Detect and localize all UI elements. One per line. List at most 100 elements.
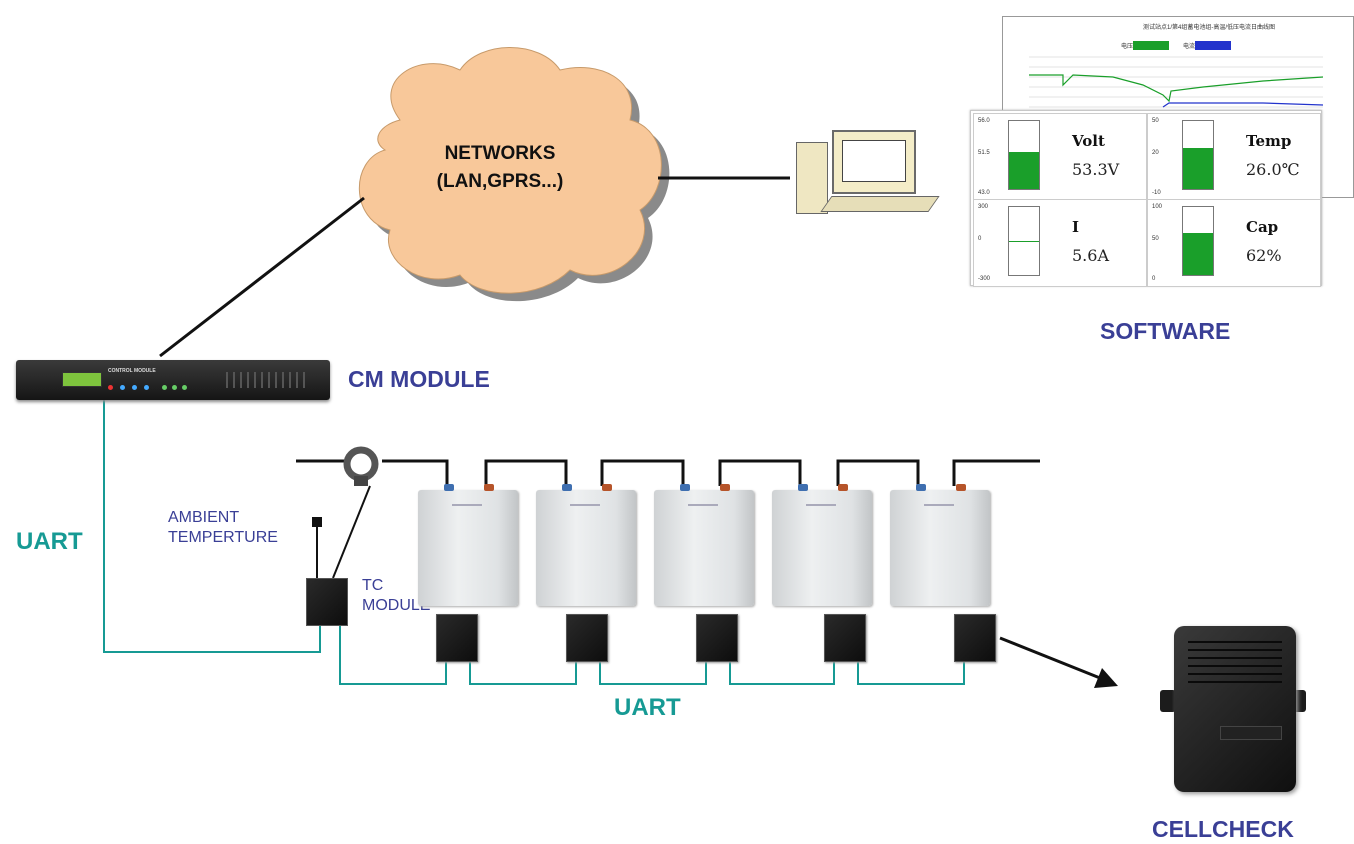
uart-label-bottom: UART [614,694,681,721]
cm-lcd-display [62,372,102,387]
legend-volt-label: 电压 [1121,44,1134,50]
meter-gauge-fill [1183,232,1213,275]
meter-tick-label: 51.5 [978,150,990,156]
positive-terminal-icon [956,484,966,491]
negative-terminal-icon [916,484,926,491]
meter-tick-label: 100 [1152,204,1163,210]
network-cloud [358,47,662,294]
software-label: SOFTWARE [1100,318,1231,344]
cloud-to-cm-line [159,196,365,358]
meter-tick-label: 56.0 [978,118,990,124]
vent-slot [275,372,277,388]
cell-monitor-module [696,614,738,662]
meter-name: I [1072,218,1080,236]
battery-cell [772,484,872,606]
meter-gauge [1182,120,1214,190]
legend-current-swatch [1195,41,1231,50]
meter-name: Volt [1072,132,1105,150]
meter-tick-label: -10 [1152,190,1161,196]
battery-bus-line-2 [382,459,449,486]
battery-label-plate [452,504,482,532]
vent-slot [296,372,298,388]
legend-volt-swatch [1133,41,1169,50]
meter-value: 5.6A [1072,246,1109,265]
tc-label-line1: TC [362,577,384,594]
battery-label-plate [688,504,718,532]
battery-cell [890,484,990,606]
tc-module-label: TC MODULE [362,576,430,616]
battery-label-plate [924,504,954,532]
uart-label-left: UART [16,528,83,555]
computer-icon [796,128,940,216]
meter-tick-label: 0 [1152,276,1156,282]
negative-terminal-icon [444,484,454,491]
meter-tick-label: 0 [978,236,982,242]
trend-lines [1029,56,1324,108]
meter-gauge-fill [1183,148,1213,189]
positive-terminal-icon [720,484,730,491]
positive-terminal-icon [838,484,848,491]
meter-volt: 56.0 51.5 43.0 Volt 53.3V [973,113,1147,201]
cellcheck-nameplate [1220,726,1282,740]
cm-module-label: CM MODULE [348,366,490,392]
vent-slot [303,372,305,388]
cellcheck-mount-ear [1160,690,1176,712]
battery-label-plate [570,504,600,532]
positive-terminal-icon [602,484,612,491]
led-icon [132,385,137,390]
meter-value: 26.0℃ [1246,160,1300,179]
meter-value: 53.3V [1072,160,1120,179]
cm-module-device: CONTROL MODULE [16,360,330,400]
ct-sensor-wire [332,485,371,579]
meter-zero-line [1009,241,1039,242]
meter-tick-label: -300 [978,276,991,282]
cell-monitor-module [954,614,996,662]
led-icon [182,385,187,390]
uart-chain [339,624,447,685]
battery-cell [654,484,754,606]
cell-monitor-module [824,614,866,662]
current-transformer-icon [343,446,379,486]
cell-monitor-module [436,614,478,662]
uart-chain-4 [857,660,965,685]
led-icon [108,385,113,390]
vent-slot [247,372,249,388]
battery-link-2 [600,459,685,486]
tc-label-line2: MODULE [362,597,431,614]
uart-chain-2 [599,660,707,685]
ambient-label-line2: TEMPERTURE [168,529,278,546]
uart-chain-3 [729,660,835,685]
meter-name: Cap [1246,218,1279,236]
arrow-head-icon [1094,668,1118,688]
meter-tick-label: 43.0 [978,190,990,196]
uart-cm-to-tc [103,400,321,653]
battery-label-plate [806,504,836,532]
negative-terminal-icon [562,484,572,491]
cellcheck-label: CELLCHECK [1152,816,1294,842]
battery-bus-end [952,459,1040,486]
cellcheck-device [1160,626,1306,792]
vent-slot [289,372,291,388]
network-label-line1: NETWORKS [444,143,556,164]
network-label-line2: (LAN,GPRS...) [436,171,564,192]
battery-link-3 [718,459,802,486]
cm-device-title: CONTROL MODULE [108,368,156,374]
meter-tick-label: 20 [1152,150,1159,156]
vent-slot [261,372,263,388]
arrow-to-cellcheck [999,636,1101,680]
meter-gauge-fill [1009,151,1039,189]
battery-link-1 [484,459,568,486]
vent-slot [268,372,270,388]
computer-tower [796,142,828,214]
vent-slot [282,372,284,388]
meter-gauge [1008,206,1040,276]
battery-cell [536,484,636,606]
cell-monitor-module [566,614,608,662]
led-icon [172,385,177,390]
